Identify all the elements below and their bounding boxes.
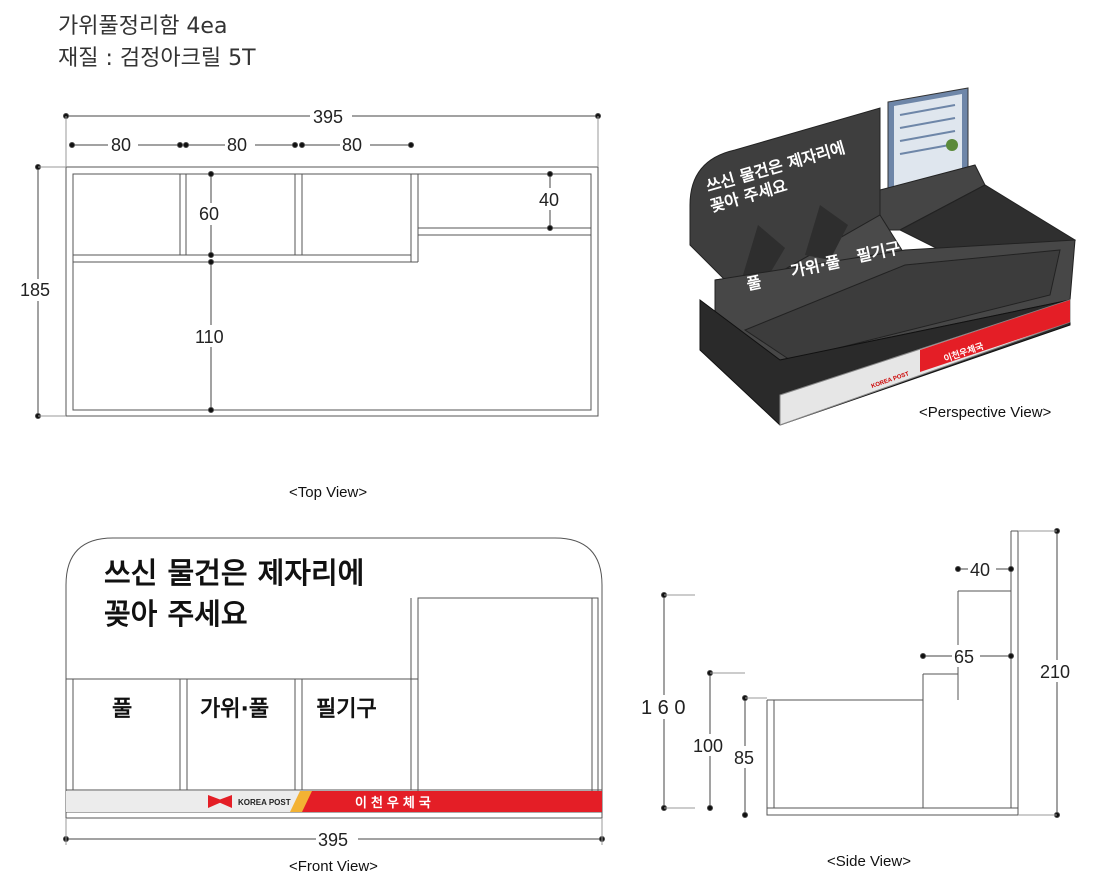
top-view-dim-labels: 395 80 80 80 185 60 110 40 — [18, 104, 567, 347]
label-side-view: <Side View> — [827, 853, 911, 870]
front-slot-1: 풀 — [112, 697, 132, 722]
dim-top-60: 60 — [199, 204, 219, 224]
dim-top-80-b: 80 — [227, 135, 247, 155]
front-slot-3: 필기구 — [316, 697, 377, 722]
dim-side-65: 65 — [954, 647, 974, 667]
front-view-outline — [65, 537, 603, 819]
dim-top-40: 40 — [539, 190, 559, 210]
side-view-dim-labels: 1 6 0 100 85 210 65 40 — [640, 558, 1078, 768]
korea-post-logo-icon — [208, 795, 224, 808]
top-view-inner — [72, 173, 592, 411]
front-sign-line1: 쓰신 물건은 제자리에 — [104, 556, 364, 590]
label-front-view: <Front View> — [289, 858, 378, 875]
front-brand: KOREA POST — [238, 798, 291, 807]
side-view-dimensions — [661, 528, 1060, 818]
title-product: 가위풀정리함 4ea — [58, 14, 228, 39]
dim-side-85: 85 — [734, 748, 754, 768]
title-material: 재질 : 검정아크릴 5T — [58, 46, 256, 71]
top-view-dimensions — [35, 113, 601, 419]
top-view-outline — [65, 166, 599, 417]
perspective-slot-1: 풀 — [745, 272, 764, 294]
top-view-drawing — [65, 166, 599, 417]
dim-top-110: 110 — [195, 327, 224, 347]
dim-top-80-c: 80 — [342, 135, 362, 155]
dim-side-210: 210 — [1040, 662, 1070, 682]
dim-front-395: 395 — [318, 830, 348, 850]
front-sign-line2: 꽂아 주세요 — [104, 597, 248, 631]
front-office: 이천우체국 — [355, 795, 435, 811]
dim-top-80-a: 80 — [111, 135, 131, 155]
side-view-drawing — [766, 530, 1019, 816]
perspective-card — [887, 87, 969, 196]
dim-side-100: 100 — [693, 736, 723, 756]
front-slot-2: 가위·풀 — [200, 697, 269, 722]
front-view-stripe: KOREA POST 이천우체국 — [66, 791, 602, 812]
dim-side-40: 40 — [970, 560, 990, 580]
label-perspective-view: <Perspective View> — [919, 404, 1052, 421]
dim-top-185: 185 — [20, 280, 50, 300]
dim-side-160: 1 6 0 — [641, 697, 685, 719]
front-view-sign-text: 쓰신 물건은 제자리에 꽂아 주세요 풀 가위·풀 필기구 — [104, 556, 377, 722]
dim-top-395: 395 — [313, 107, 343, 127]
perspective-view-drawing: 이천우체국 KOREA POST 쓰신 물건은 제자리에 꽂아 주세요 풀 가위… — [689, 87, 1077, 426]
label-top-view: <Top View> — [289, 484, 368, 501]
